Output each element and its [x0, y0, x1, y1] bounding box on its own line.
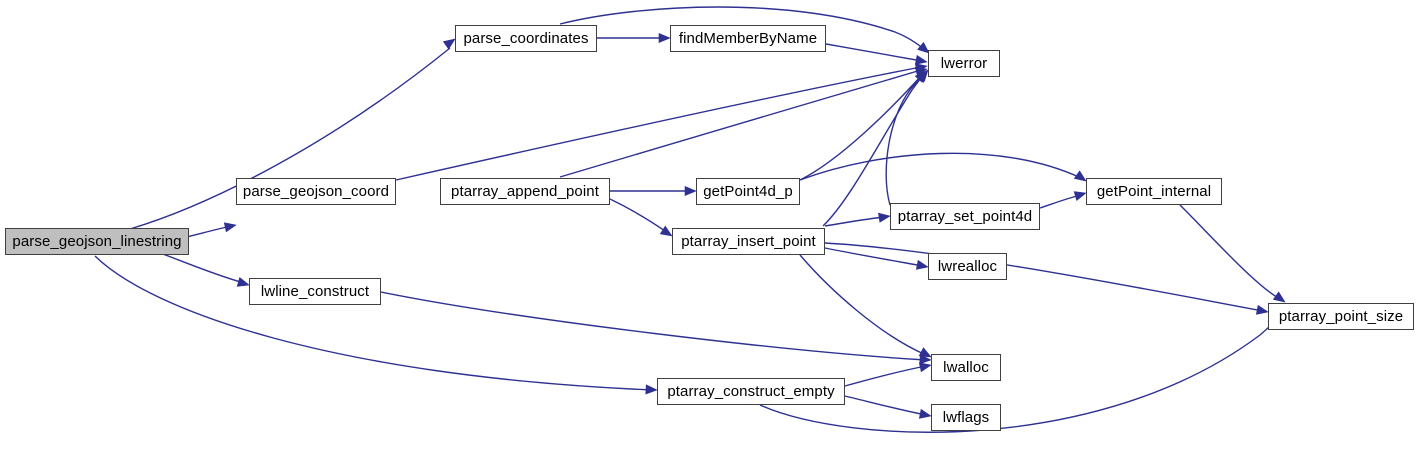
arrow-head-icon — [442, 38, 456, 50]
arrow-head-icon — [917, 41, 930, 54]
graph-edge-parse_geojson_linestring-to-parse_coordinates — [129, 38, 456, 230]
graph-node-label: lwflags — [942, 409, 990, 426]
graph-edge-ptarray_append_point-to-ptarray_insert_point — [609, 198, 673, 237]
arrow-head-icon — [878, 212, 891, 223]
graph-edge-getPoint_internal-to-ptarray_point_size — [1179, 204, 1286, 303]
graph-node-label: getPoint4d_p — [703, 183, 793, 200]
graph-edge-ptarray_append_point-to-lwerror — [559, 67, 928, 178]
graph-node-lwflags[interactable]: lwflags — [931, 404, 1001, 431]
graph-node-ptarray_point_size[interactable]: ptarray_point_size — [1268, 303, 1414, 330]
graph-edge-parse_geojson_linestring-to-ptarray_construct_empty — [94, 255, 658, 395]
graph-edge-ptarray_set_point4d-to-lwerror — [885, 69, 929, 206]
graph-edge-ptarray_append_point-to-getPoint4d_p — [610, 185, 697, 197]
graph-node-parse_geojson_linestring[interactable]: parse_geojson_linestring — [5, 228, 189, 255]
graph-node-ptarray_set_point4d[interactable]: ptarray_set_point4d — [890, 203, 1040, 230]
graph-node-label: lwerror — [940, 55, 988, 72]
graph-edge-getPoint4d_p-to-lwerror — [799, 70, 927, 181]
graph-node-label: ptarray_insert_point — [681, 233, 816, 250]
graph-edge-getPoint4d_p-to-getPoint_internal — [799, 152, 1087, 182]
graph-node-lwrealloc[interactable]: lwrealloc — [928, 253, 1007, 280]
graph-node-ptarray_insert_point[interactable]: ptarray_insert_point — [672, 228, 825, 255]
graph-edge-ptarray_insert_point-to-ptarray_set_point4d — [824, 212, 891, 227]
arrow-head-icon — [918, 362, 932, 373]
arrow-head-icon — [918, 347, 932, 358]
arrow-head-icon — [658, 32, 671, 44]
graph-edge-parse_geojson_linestring-to-lwline_construct — [159, 252, 250, 287]
arrow-head-icon — [914, 54, 928, 65]
graph-node-label: ptarray_set_point4d — [897, 208, 1033, 225]
arrow-head-icon — [236, 277, 250, 287]
graph-node-findMemberByName[interactable]: findMemberByName — [670, 25, 826, 52]
arrow-head-icon — [916, 69, 929, 82]
arrow-head-icon — [918, 408, 932, 419]
graph-node-parse_geojson_coord[interactable]: parse_geojson_coord — [236, 178, 396, 205]
graph-edge-ptarray_set_point4d-to-getPoint_internal — [1039, 191, 1087, 209]
graph-node-lwalloc[interactable]: lwalloc — [931, 354, 1001, 381]
graph-node-label: parse_coordinates — [463, 30, 589, 47]
graph-edge-parse_geojson_coord-to-lwerror — [395, 63, 928, 181]
graph-node-lwerror[interactable]: lwerror — [928, 50, 1000, 77]
graph-node-label: getPoint_internal — [1096, 183, 1212, 200]
graph-node-label: lwalloc — [943, 359, 989, 376]
arrow-head-icon — [659, 225, 673, 237]
arrow-head-icon — [223, 222, 237, 233]
graph-edge-ptarray_insert_point-to-lwrealloc — [824, 247, 929, 270]
graph-edge-parse_coordinates-to-findMemberByName — [597, 32, 671, 44]
graph-node-label: ptarray_point_size — [1278, 308, 1404, 325]
graph-edge-findMemberByName-to-lwerror — [825, 43, 928, 65]
arrow-head-icon — [1073, 170, 1087, 182]
graph-edge-lwline_construct-to-lwalloc — [380, 291, 932, 365]
arrow-head-icon — [915, 259, 929, 270]
graph-node-label: ptarray_append_point — [451, 183, 599, 200]
graph-node-getPoint4d_p[interactable]: getPoint4d_p — [696, 178, 800, 205]
graph-node-label: ptarray_construct_empty — [667, 383, 835, 400]
arrow-head-icon — [1073, 191, 1087, 201]
graph-node-parse_coordinates[interactable]: parse_coordinates — [455, 25, 597, 52]
graph-edge-ptarray_insert_point-to-lwalloc — [799, 254, 932, 358]
graph-node-getPoint_internal[interactable]: getPoint_internal — [1086, 178, 1222, 205]
graph-node-label: parse_geojson_linestring — [12, 233, 182, 250]
graph-node-ptarray_append_point[interactable]: ptarray_append_point — [440, 178, 610, 205]
arrow-head-icon — [645, 384, 658, 395]
graph-edge-ptarray_construct_empty-to-lwalloc — [844, 362, 932, 387]
arrow-head-icon — [1272, 291, 1286, 303]
graph-node-label: findMemberByName — [678, 30, 818, 47]
arrow-head-icon — [1255, 304, 1269, 315]
graph-edge-ptarray_insert_point-to-ptarray_point_size — [824, 242, 1269, 315]
graph-node-lwline_construct[interactable]: lwline_construct — [249, 278, 381, 305]
graph-node-label: lwline_construct — [260, 283, 370, 300]
graph-edge-ptarray_construct_empty-to-lwflags — [844, 395, 932, 419]
graph-edge-ptarray_construct_empty-to-ptarray_point_size — [759, 316, 1280, 433]
arrow-head-icon — [919, 354, 932, 365]
graph-node-label: lwrealloc — [937, 258, 998, 275]
graph-node-ptarray_construct_empty[interactable]: ptarray_construct_empty — [657, 378, 845, 405]
graph-node-label: parse_geojson_coord — [242, 183, 390, 200]
arrow-head-icon — [684, 185, 697, 197]
graph-edge-parse_coordinates-to-lwerror — [559, 6, 930, 54]
